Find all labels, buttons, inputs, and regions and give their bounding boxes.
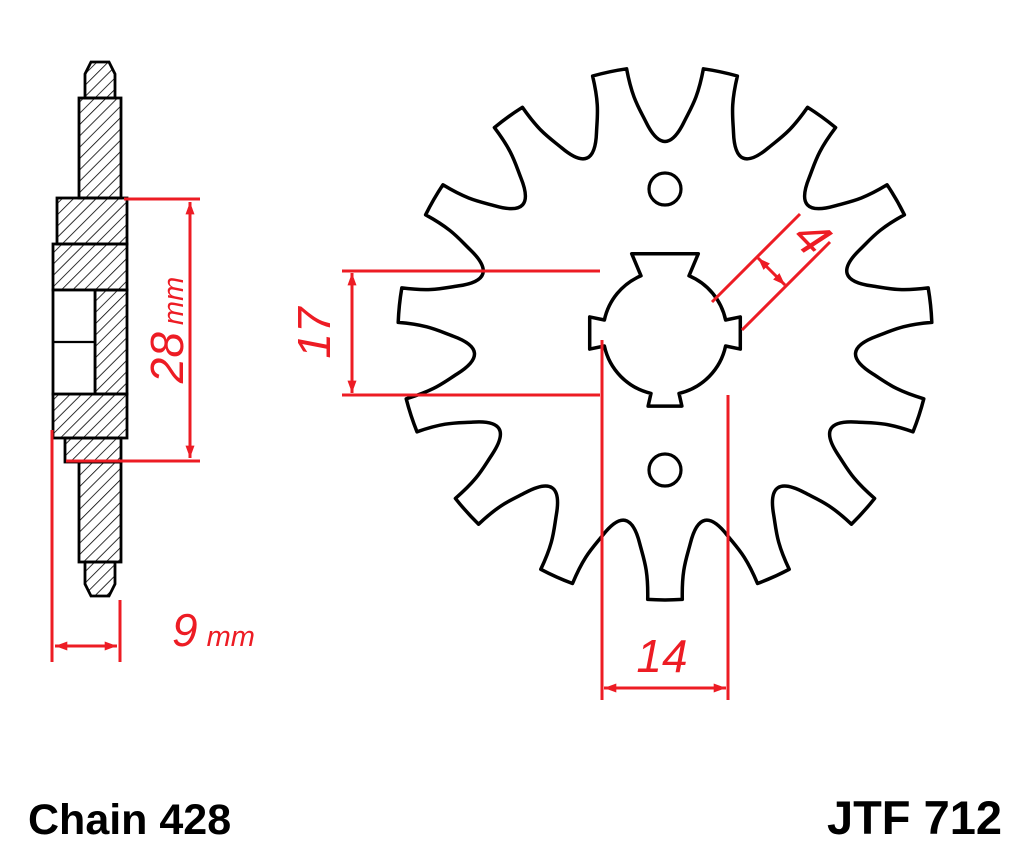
dim-4-extension-a [710, 212, 802, 304]
side-view-top-tooth [83, 60, 117, 100]
dim-4-line [756, 256, 787, 287]
part-number-label: JTF 712 [826, 791, 1002, 844]
side-view-hub-band-upper [51, 242, 129, 292]
side-view-hub-lower [63, 436, 123, 464]
front-view [396, 67, 934, 602]
dim-17-label: 17 [288, 306, 340, 359]
dim-9-label: 9 mm [172, 604, 255, 656]
chain-label: Chain 428 [28, 796, 232, 844]
side-view-hub-band-lower [51, 392, 129, 440]
dim-28-label: 28 mm [141, 277, 193, 385]
dim-4-extension-b [740, 240, 832, 332]
side-view-plate-upper [77, 96, 123, 200]
dim-9-unit: mm [207, 621, 255, 653]
lightening-hole-top [647, 171, 683, 207]
dim-9-value: 9 [172, 604, 198, 656]
dim-28-value: 28 [141, 332, 193, 385]
side-view [51, 60, 129, 598]
side-view-bottom-tooth [83, 560, 117, 598]
side-view-hub-upper [55, 196, 129, 246]
center-bore [587, 251, 743, 408]
dim-28-unit: mm [158, 277, 190, 325]
dim-14-label: 14 [636, 630, 687, 682]
lightening-hole-bottom [647, 452, 683, 488]
side-view-hub-right-strip [93, 288, 129, 396]
side-view-plate-lower [77, 460, 123, 564]
